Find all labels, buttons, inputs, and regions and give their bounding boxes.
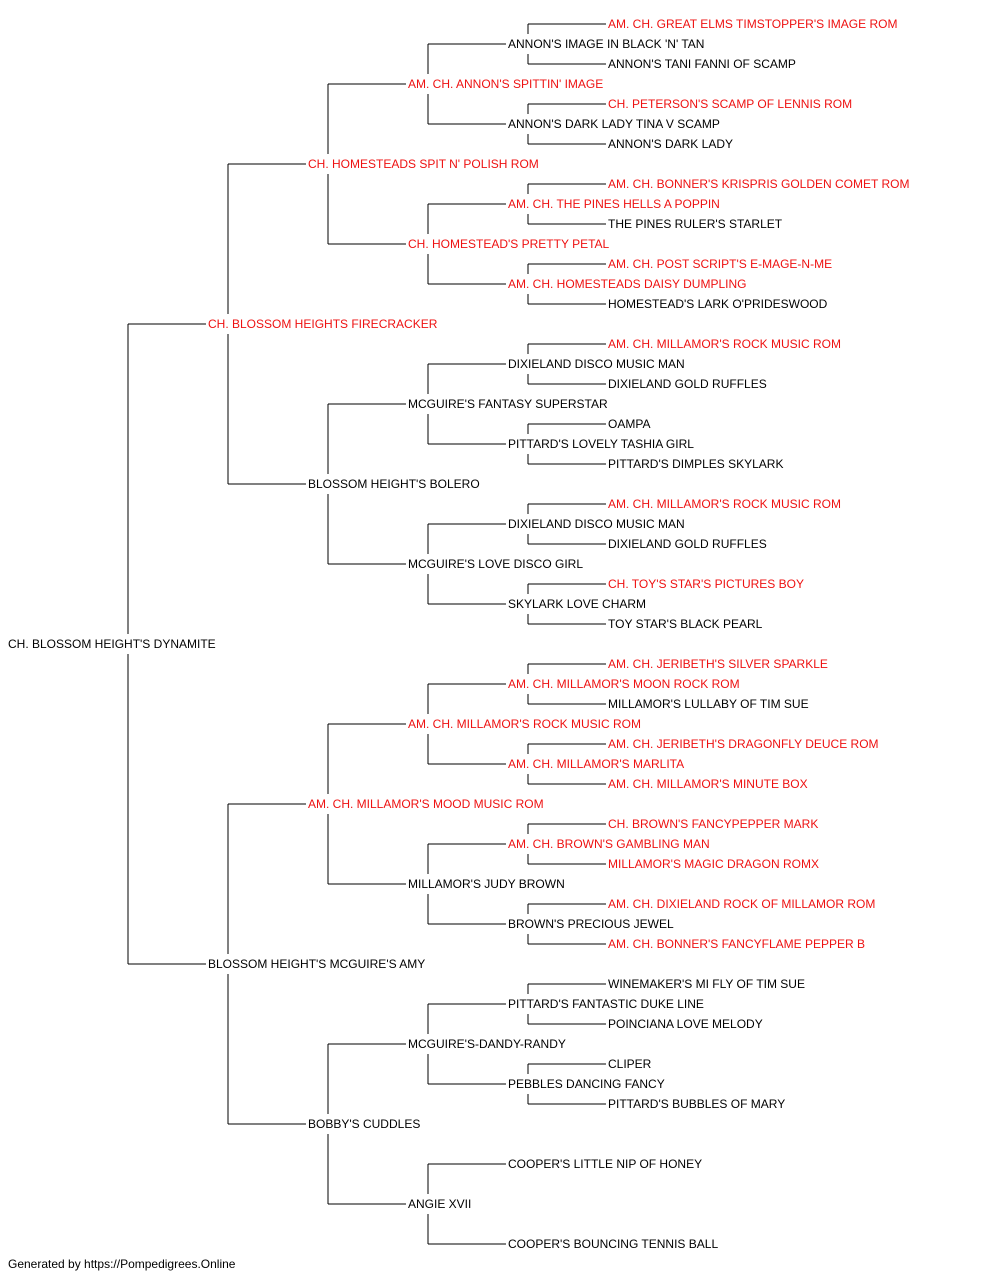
ancestor-name: CH. BROWN'S FANCYPEPPER MARK (608, 817, 818, 831)
ancestor-name: AM. CH. MILLAMOR'S ROCK MUSIC ROM (608, 337, 841, 351)
ancestor-name: ANNON'S TANI FANNI OF SCAMP (608, 57, 796, 71)
ancestor-name: CH. BLOSSOM HEIGHTS FIRECRACKER (208, 317, 438, 331)
ancestor-name: BROWN'S PRECIOUS JEWEL (508, 917, 674, 931)
ancestor-name: MCGUIRE'S-DANDY-RANDY (408, 1037, 566, 1051)
ancestor-name: PITTARD'S FANTASTIC DUKE LINE (508, 997, 704, 1011)
ancestor-name: HOMESTEAD'S LARK O'PRIDESWOOD (608, 297, 828, 311)
generated-by-footer: Generated by https://Pompedigrees.Online (8, 1257, 236, 1271)
ancestor-name: CH. HOMESTEAD'S PRETTY PETAL (408, 237, 610, 251)
ancestor-name: CH. TOY'S STAR'S PICTURES BOY (608, 577, 804, 591)
ancestor-name: WINEMAKER'S MI FLY OF TIM SUE (608, 977, 805, 991)
ancestor-name: MILLAMOR'S MAGIC DRAGON ROMX (608, 857, 819, 871)
ancestor-name: POINCIANA LOVE MELODY (608, 1017, 763, 1031)
ancestor-labels: CH. BLOSSOM HEIGHT'S DYNAMITE CH. BLOSSOM… (8, 17, 909, 1251)
ancestor-name: THE PINES RULER'S STARLET (608, 217, 783, 231)
ancestor-name: AM. CH. MILLAMOR'S MINUTE BOX (608, 777, 808, 791)
ancestor-name: BLOSSOM HEIGHT'S BOLERO (308, 477, 480, 491)
ancestor-name: AM. CH. GREAT ELMS TIMSTOPPER'S IMAGE RO… (608, 17, 897, 31)
ancestor-name: AM. CH. POST SCRIPT'S E-MAGE-N-ME (608, 257, 832, 271)
ancestor-name: CLIPER (608, 1057, 652, 1071)
ancestor-name: SKYLARK LOVE CHARM (508, 597, 646, 611)
ancestor-name: AM. CH. BONNER'S FANCYFLAME PEPPER B (608, 937, 865, 951)
ancestor-name: COOPER'S LITTLE NIP OF HONEY (508, 1157, 702, 1171)
ancestor-name: AM. CH. JERIBETH'S SILVER SPARKLE (608, 657, 828, 671)
ancestor-name: MILLAMOR'S JUDY BROWN (408, 877, 565, 891)
ancestor-name: TOY STAR'S BLACK PEARL (608, 617, 763, 631)
ancestor-name: MCGUIRE'S FANTASY SUPERSTAR (408, 397, 608, 411)
ancestor-name: AM. CH. ANNON'S SPITTIN' IMAGE (408, 77, 603, 91)
ancestor-name: AM. CH. BONNER'S KRISPRIS GOLDEN COMET R… (608, 177, 909, 191)
ancestor-name: PITTARD'S DIMPLES SKYLARK (608, 457, 783, 471)
ancestor-name: COOPER'S BOUNCING TENNIS BALL (508, 1237, 718, 1251)
ancestor-name: DIXIELAND GOLD RUFFLES (608, 377, 767, 391)
ancestor-name: PEBBLES DANCING FANCY (508, 1077, 665, 1091)
ancestor-name: AM. CH. MILLAMOR'S MARLITA (508, 757, 684, 771)
ancestor-name: DIXIELAND DISCO MUSIC MAN (508, 357, 685, 371)
ancestor-name: AM. CH. MILLAMOR'S ROCK MUSIC ROM (408, 717, 641, 731)
ancestor-name: CH. HOMESTEADS SPIT N' POLISH ROM (308, 157, 539, 171)
ancestor-name: PITTARD'S BUBBLES OF MARY (608, 1097, 785, 1111)
ancestor-name: AM. CH. HOMESTEADS DAISY DUMPLING (508, 277, 746, 291)
ancestor-name: AM. CH. MILLAMOR'S ROCK MUSIC ROM (608, 497, 841, 511)
ancestor-name: CH. BLOSSOM HEIGHT'S DYNAMITE (8, 637, 216, 651)
ancestor-name: MCGUIRE'S LOVE DISCO GIRL (408, 557, 583, 571)
ancestor-name: BOBBY'S CUDDLES (308, 1117, 420, 1131)
ancestor-name: ANNON'S DARK LADY TINA V SCAMP (508, 117, 720, 131)
ancestor-name: DIXIELAND DISCO MUSIC MAN (508, 517, 685, 531)
ancestor-name: AM. CH. JERIBETH'S DRAGONFLY DEUCE ROM (608, 737, 879, 751)
ancestor-name: DIXIELAND GOLD RUFFLES (608, 537, 767, 551)
ancestor-name: AM. CH. BROWN'S GAMBLING MAN (508, 837, 710, 851)
ancestor-name: MILLAMOR'S LULLABY OF TIM SUE (608, 697, 809, 711)
connector-lines (127, 23, 606, 1245)
ancestor-name: AM. CH. MILLAMOR'S MOOD MUSIC ROM (308, 797, 544, 811)
ancestor-name: ANGIE XVII (408, 1197, 471, 1211)
ancestor-name: CH. PETERSON'S SCAMP OF LENNIS ROM (608, 97, 852, 111)
ancestor-name: BLOSSOM HEIGHT'S MCGUIRE'S AMY (208, 957, 425, 971)
ancestor-name: AM. CH. THE PINES HELLS A POPPIN (508, 197, 720, 211)
ancestor-name: AM. CH. MILLAMOR'S MOON ROCK ROM (508, 677, 740, 691)
ancestor-name: ANNON'S IMAGE IN BLACK 'N' TAN (508, 37, 704, 51)
ancestor-name: OAMPA (608, 417, 650, 431)
ancestor-name: AM. CH. DIXIELAND ROCK OF MILLAMOR ROM (608, 897, 875, 911)
ancestor-name: ANNON'S DARK LADY (608, 137, 733, 151)
ancestor-name: PITTARD'S LOVELY TASHIA GIRL (508, 437, 694, 451)
